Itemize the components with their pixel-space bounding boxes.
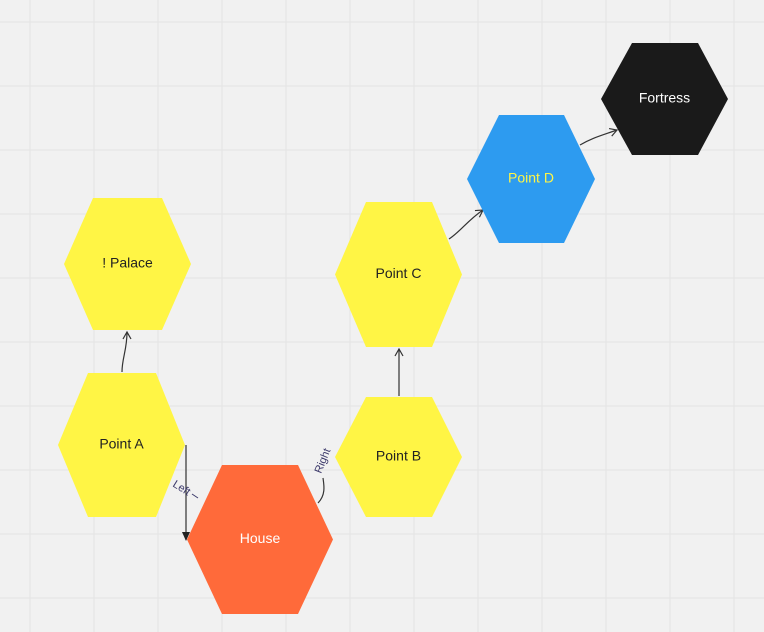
hexagon-shape xyxy=(58,373,185,517)
connectors xyxy=(121,127,619,541)
hexagon-shape xyxy=(601,43,728,155)
node-label: Point B xyxy=(376,448,421,464)
edge-label-dash xyxy=(191,493,199,499)
node-label: Point A xyxy=(99,436,144,452)
hexagon-shape xyxy=(335,202,462,347)
node-point-d[interactable]: Point D xyxy=(467,115,595,243)
edge-label-right: Right xyxy=(313,447,334,475)
edge-house-pointb[interactable] xyxy=(317,477,325,504)
edge-pointd-fortress[interactable] xyxy=(579,127,619,146)
node-point-c[interactable]: Point C xyxy=(335,202,462,347)
node-label: Point C xyxy=(376,265,422,281)
edge-label-left: Left xyxy=(170,478,192,498)
node-label: ! Palace xyxy=(102,255,153,271)
edge-pointc-pointd[interactable] xyxy=(448,209,485,240)
node-fortress[interactable]: Fortress xyxy=(601,43,728,155)
node-label: Point D xyxy=(508,170,554,186)
node-point-b[interactable]: Point B xyxy=(335,397,462,517)
hexagon-shape xyxy=(335,397,462,517)
node-palace[interactable]: ! Palace xyxy=(64,198,191,330)
node-house[interactable]: House xyxy=(187,465,333,614)
edge-pointa-palace[interactable] xyxy=(121,330,132,373)
node-label: House xyxy=(240,530,281,546)
hexagon-shape xyxy=(187,465,333,614)
node-point-a[interactable]: Point A xyxy=(58,373,185,517)
hexagon-shape xyxy=(64,198,191,330)
hexagon-shape xyxy=(467,115,595,243)
node-label: Fortress xyxy=(639,90,690,106)
